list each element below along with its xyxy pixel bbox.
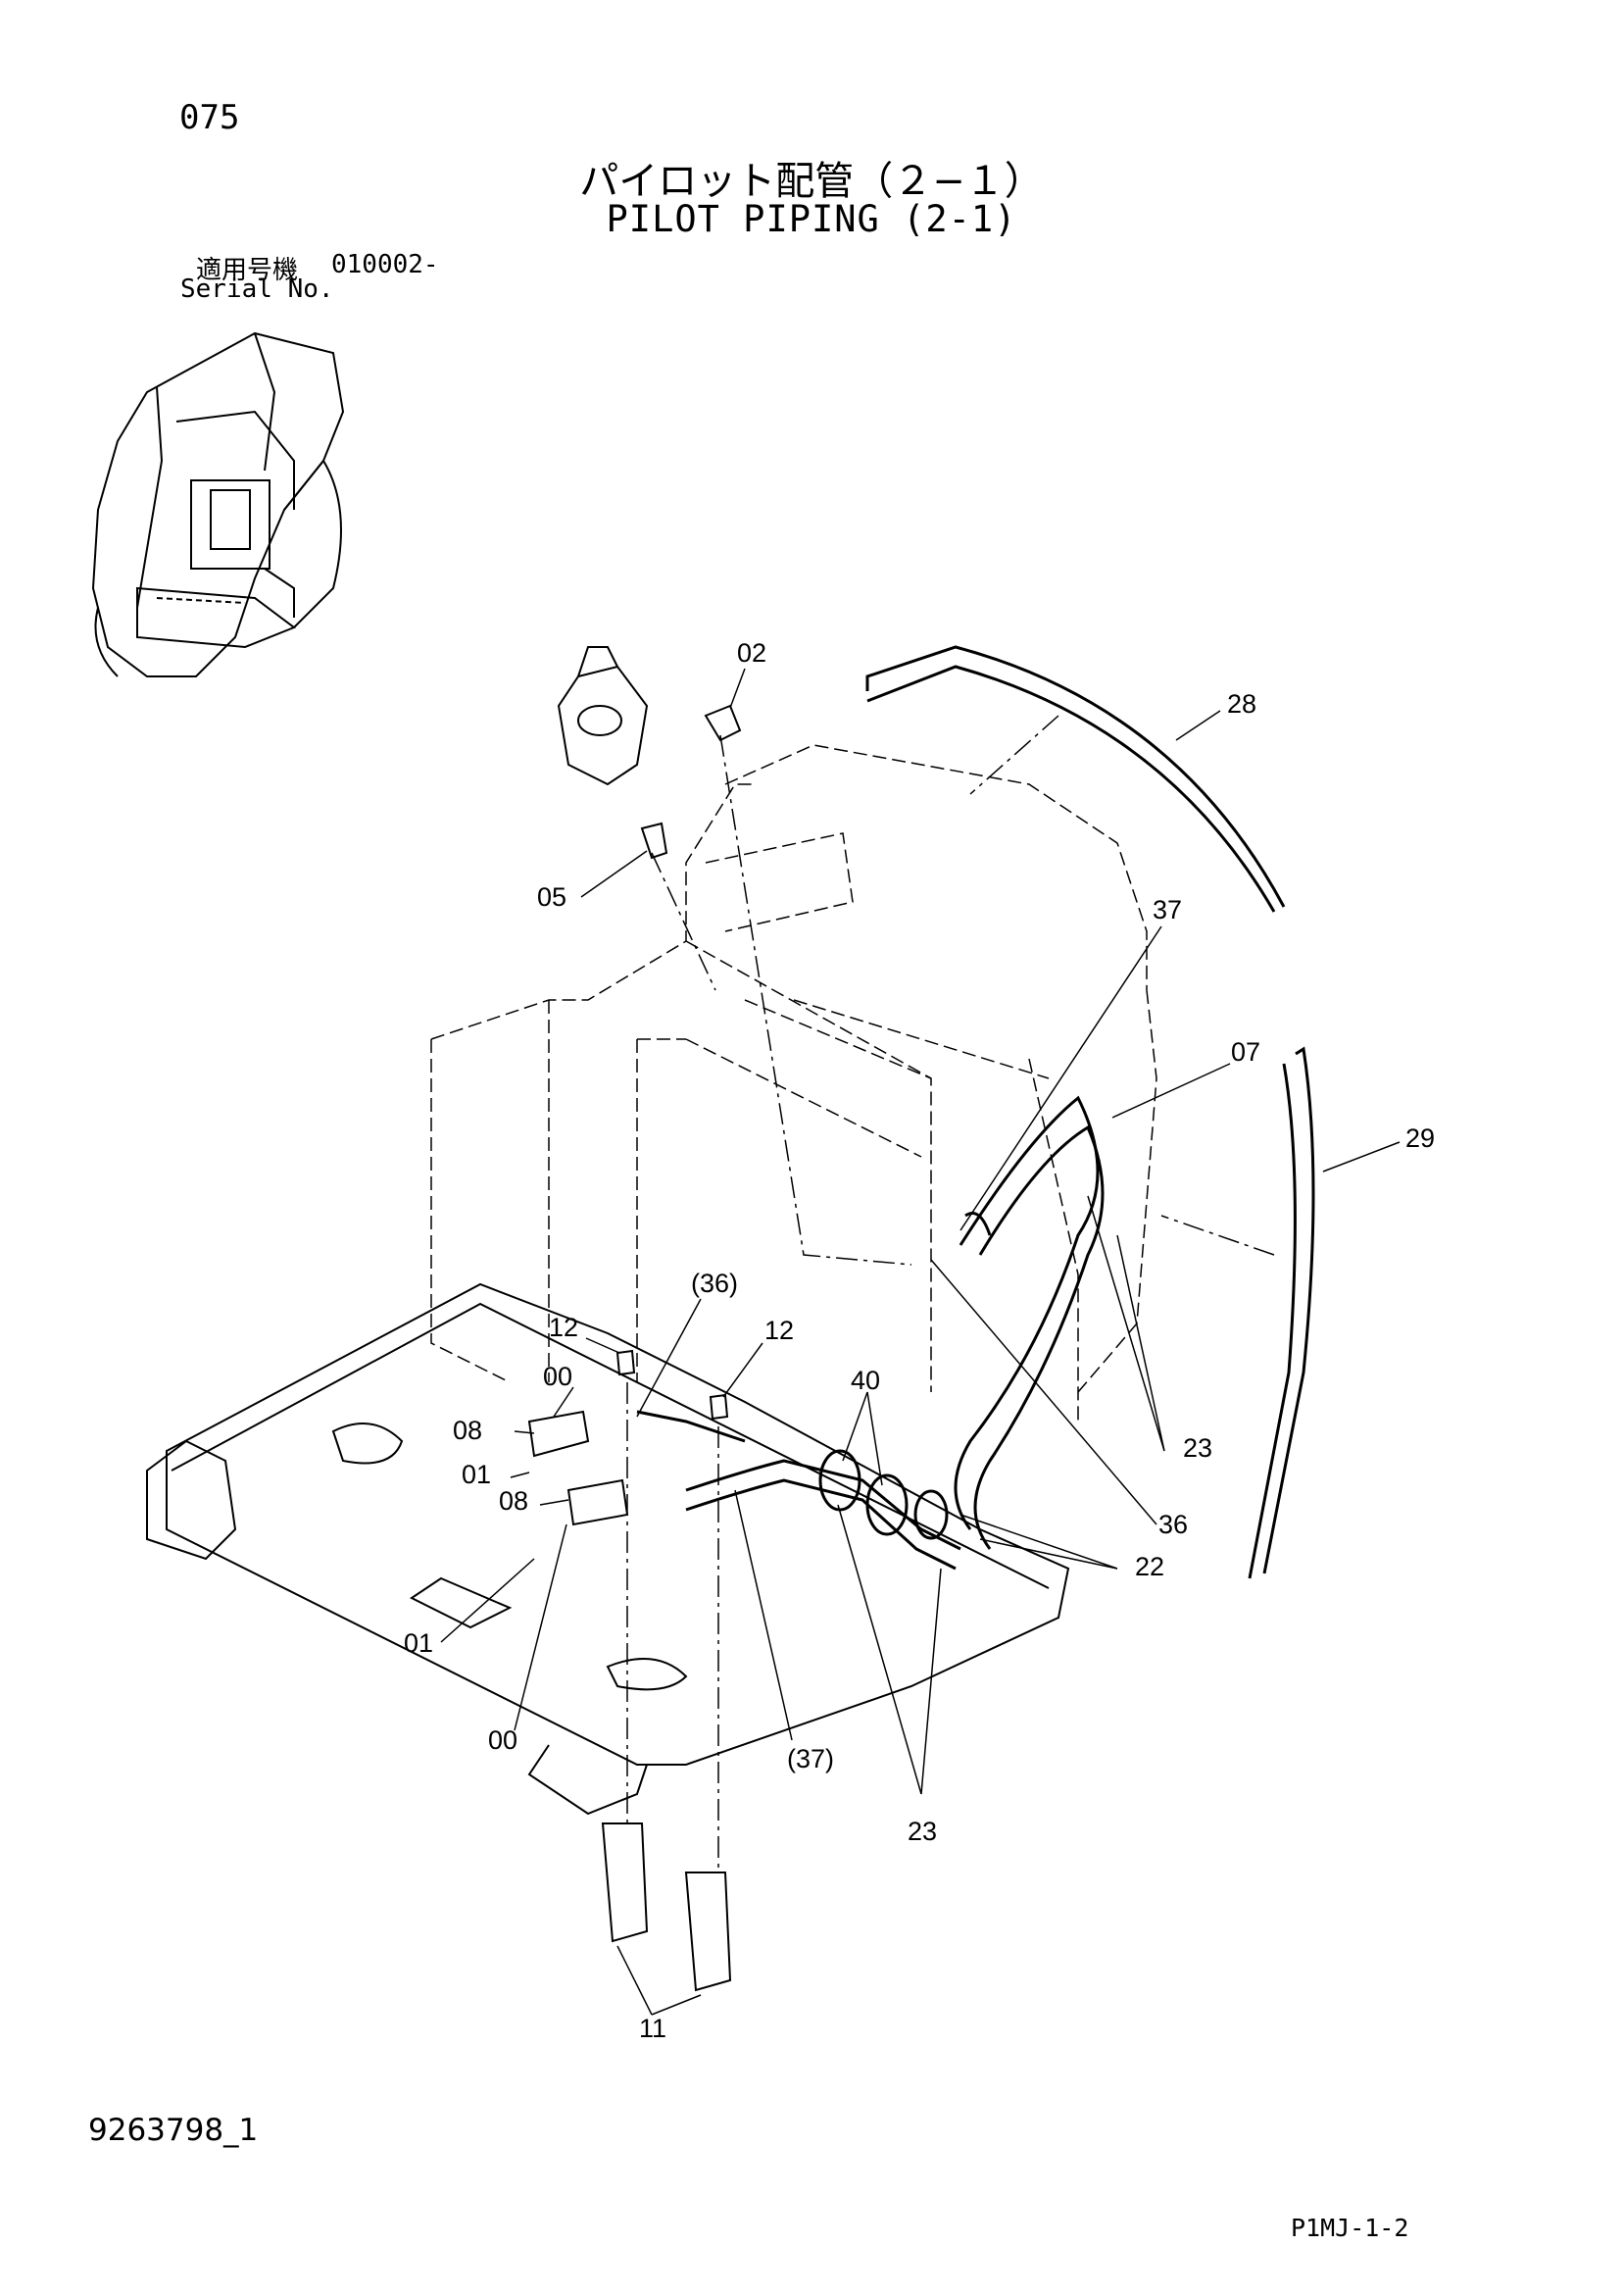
- trim-strips: [865, 645, 1315, 1579]
- serial-value: 010002-: [331, 250, 439, 279]
- callout-02: 02: [737, 638, 766, 668]
- callout-08-top: 08: [453, 1416, 482, 1445]
- callout-01-top: 01: [462, 1460, 491, 1489]
- serial-label-english: Serial No.: [180, 275, 334, 304]
- callout-36-reference: (36): [691, 1269, 738, 1298]
- callout-40: 40: [851, 1366, 880, 1395]
- callout-11: 11: [639, 2014, 666, 2043]
- callout-12-left: 12: [549, 1313, 578, 1342]
- page-title-japanese: パイロット配管（２−１）: [579, 159, 1044, 204]
- callout-05: 05: [537, 882, 566, 912]
- document-code: 9263798_1: [88, 2113, 259, 2148]
- page-code: P1MJ-1-2: [1291, 2214, 1409, 2242]
- callout-28: 28: [1227, 689, 1256, 719]
- callout-12-right: 12: [764, 1316, 794, 1345]
- callout-37: 37: [1153, 895, 1182, 924]
- callout-37-reference: (37): [787, 1744, 834, 1773]
- callout-29: 29: [1405, 1123, 1435, 1153]
- callout-07: 07: [1231, 1037, 1260, 1067]
- overview-inset-drawing: [91, 331, 345, 677]
- callout-01-bottom: 01: [404, 1628, 433, 1658]
- leader-lines: [440, 668, 1401, 2016]
- small-parts: [527, 1349, 732, 1992]
- callout-22: 22: [1135, 1552, 1164, 1581]
- serial-label-japanese: 適用号機: [196, 256, 299, 285]
- callout-labels: 02 28 05 37 07 29 (36) 12 12 00 40 08 01…: [404, 638, 1435, 2043]
- page-number: 075: [179, 98, 240, 137]
- callout-00-top: 00: [543, 1362, 572, 1391]
- page-title-english: PILOT PIPING (2-1): [606, 198, 1017, 240]
- callout-08-bottom: 08: [499, 1486, 528, 1516]
- cab-frame-outline: [430, 744, 1157, 1422]
- callout-23-right: 23: [1183, 1433, 1212, 1463]
- alignment-lines: [626, 715, 1275, 1872]
- hose-assembly: [636, 1095, 1105, 1571]
- callout-00-bottom: 00: [488, 1725, 517, 1755]
- callout-23-bottom: 23: [908, 1817, 937, 1846]
- pilot-valve-assembly: [557, 646, 742, 860]
- callout-36: 36: [1158, 1510, 1188, 1539]
- floor-plate: [146, 1282, 1070, 1816]
